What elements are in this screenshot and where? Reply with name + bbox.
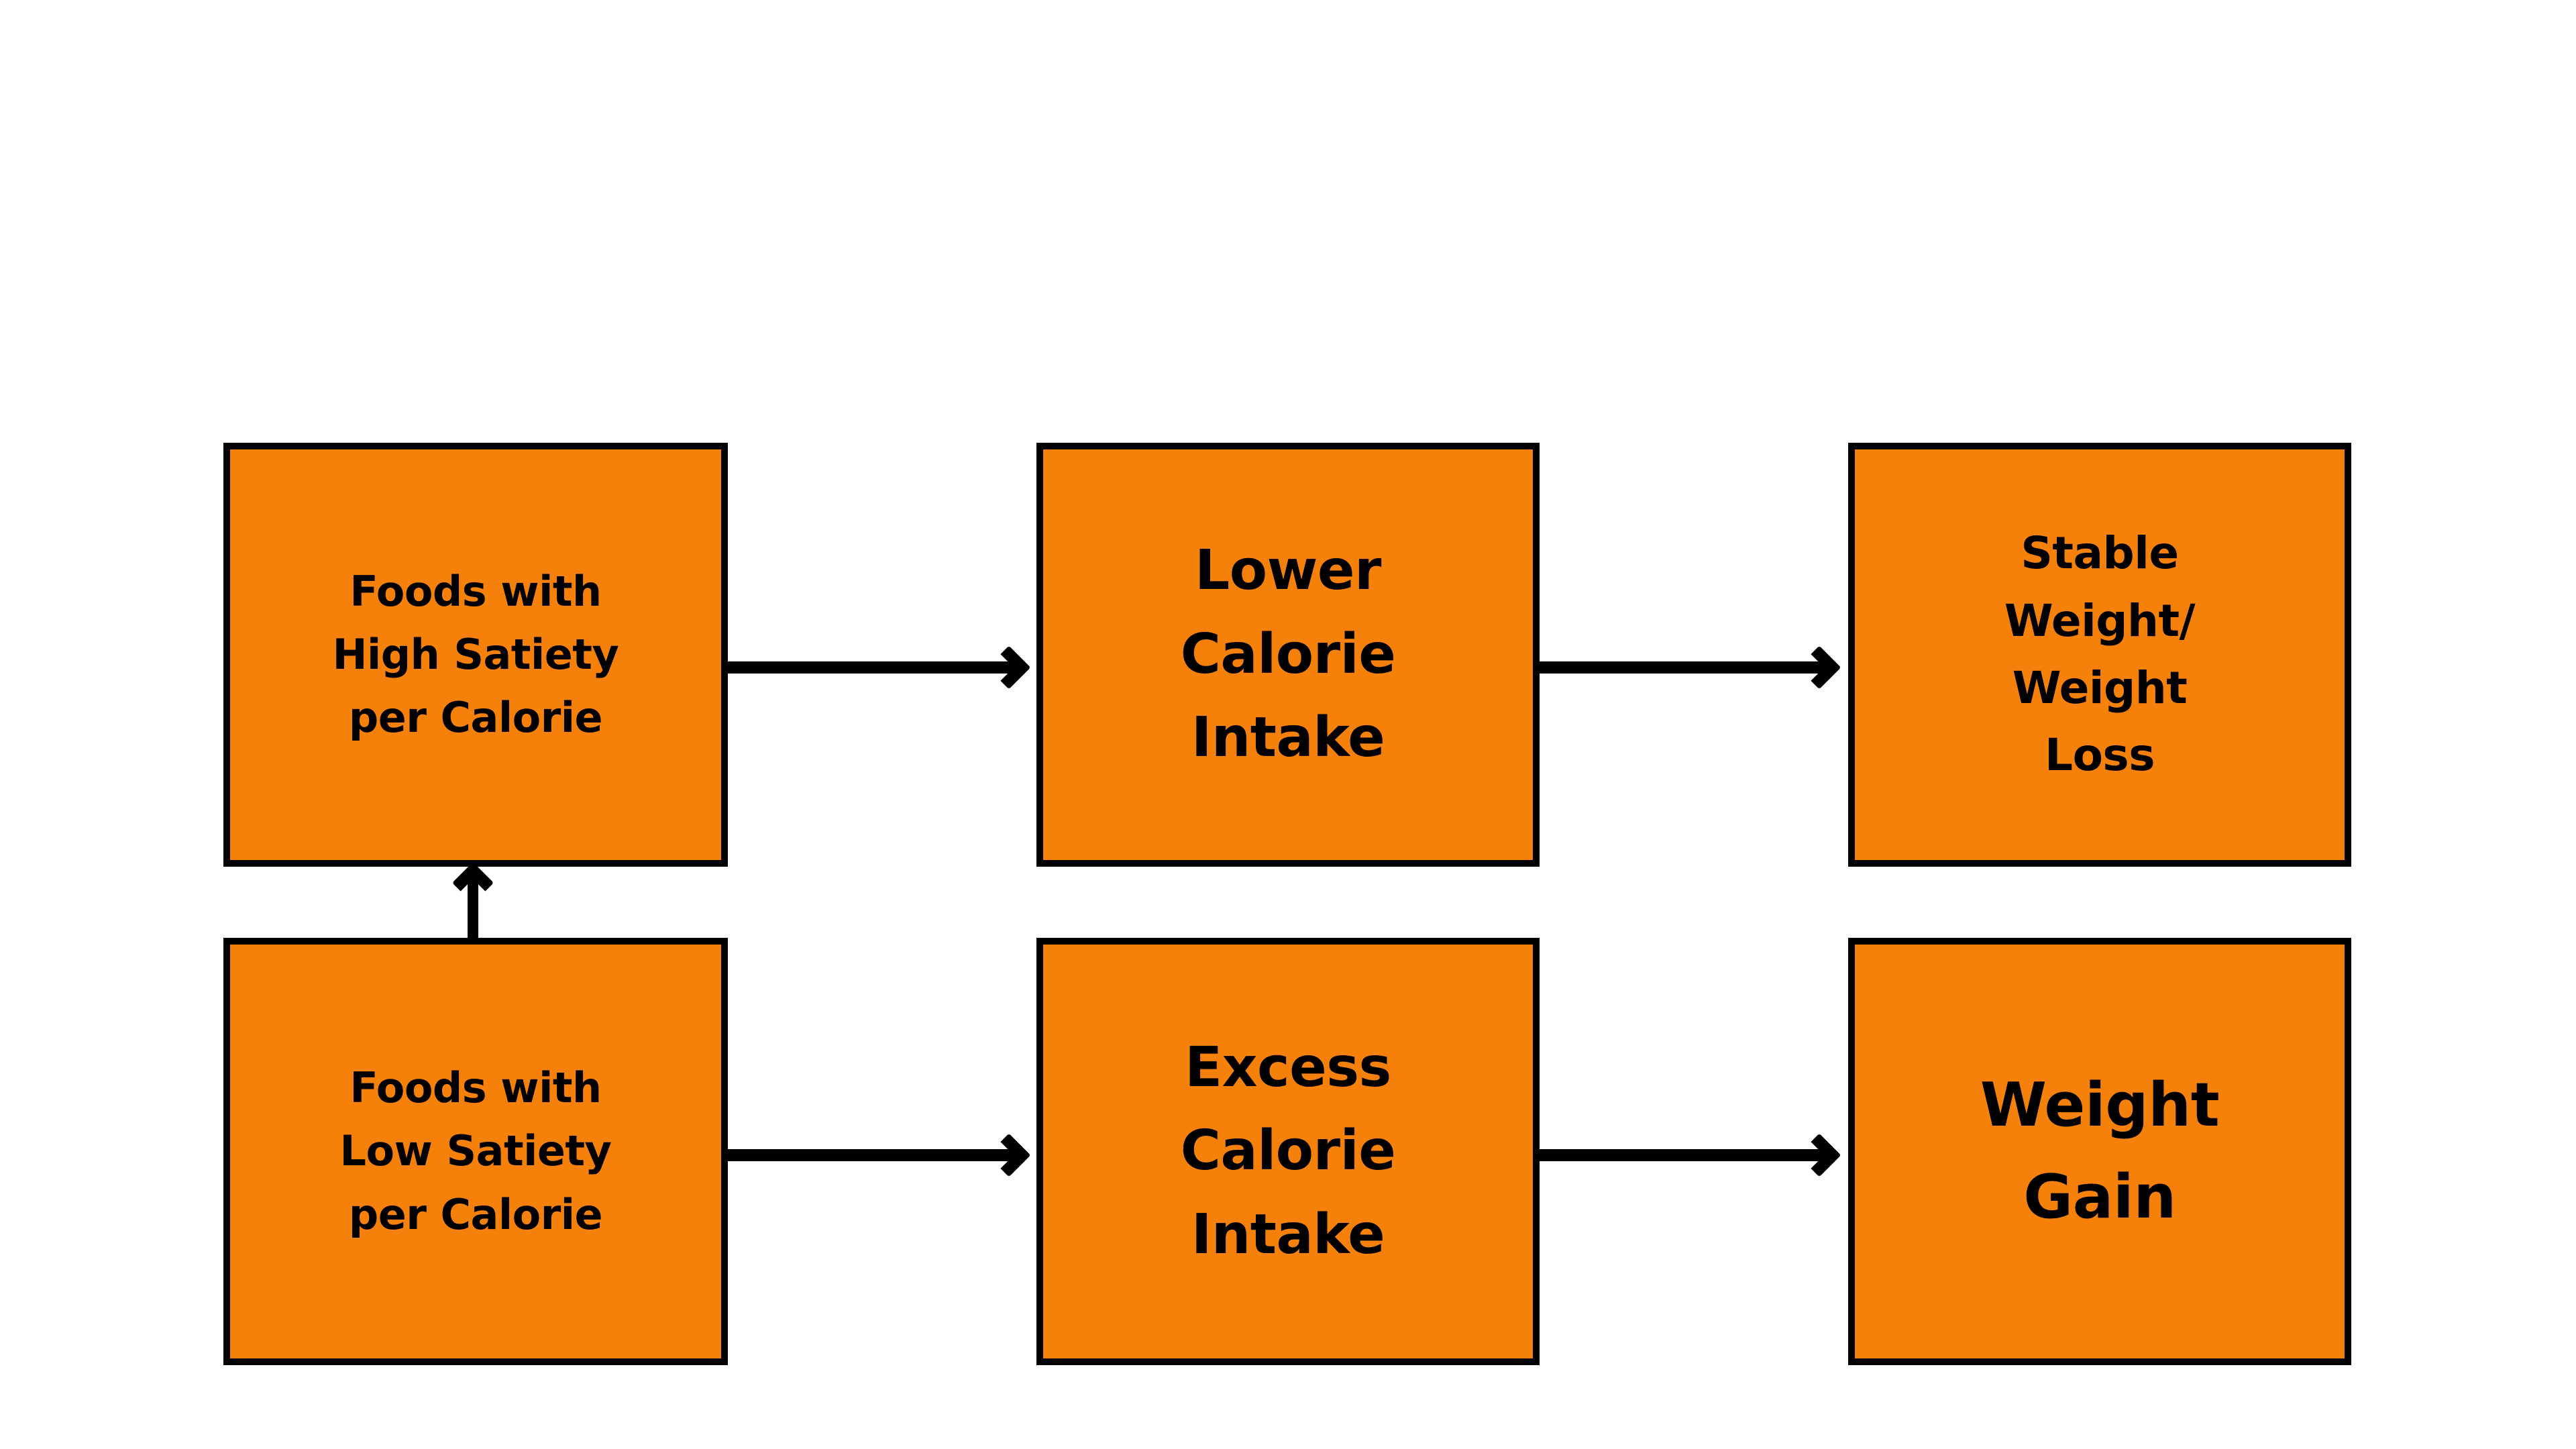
node-label-line: Excess (1185, 1035, 1391, 1099)
node-label-line: Weight (2012, 662, 2188, 714)
node-lower-calorie-intake[interactable]: Lower Calorie Intake (1036, 443, 1540, 867)
node-label-line: Foods with (350, 566, 602, 616)
arrow-right-icon-low-satiety-to-excess-intake (728, 1149, 1020, 1161)
arrow-right-icon-excess-intake-to-weight-gain (1540, 1149, 1831, 1161)
node-label-line: Loss (2045, 729, 2155, 782)
node-high-satiety-foods[interactable]: Foods with High Satiety per Calorie (223, 443, 728, 867)
node-label-line: Intake (1191, 1202, 1385, 1267)
node-label-line: per Calorie (348, 1189, 603, 1239)
node-low-satiety-foods[interactable]: Foods with Low Satiety per Calorie (223, 938, 728, 1365)
node-label-line: Stable (2021, 527, 2179, 580)
node-label-line: Calorie (1180, 1119, 1396, 1183)
arrow-right-icon-high-satiety-to-lower-intake (728, 661, 1020, 674)
node-label-line: Foods with (350, 1063, 602, 1113)
node-stable-weight-loss[interactable]: Stable Weight/ Weight Loss (1848, 443, 2351, 867)
node-label-line: Gain (2023, 1161, 2176, 1232)
node-label-line: Lower (1195, 539, 1381, 603)
arrow-up-icon-low-satiety-to-high-satiety (468, 872, 478, 939)
node-label-line: per Calorie (348, 693, 603, 743)
node-label-line: Low Satiety (339, 1126, 612, 1176)
node-label-line: Calorie (1180, 622, 1396, 686)
arrow-right-icon-lower-intake-to-stable-weight (1540, 661, 1831, 674)
node-label-line: Weight/ (2004, 594, 2196, 647)
node-label-line: High Satiety (332, 629, 619, 679)
node-excess-calorie-intake[interactable]: Excess Calorie Intake (1036, 938, 1540, 1365)
node-label-line: Weight (1980, 1069, 2220, 1140)
node-weight-gain[interactable]: Weight Gain (1848, 938, 2351, 1365)
node-label-line: Intake (1191, 706, 1385, 770)
